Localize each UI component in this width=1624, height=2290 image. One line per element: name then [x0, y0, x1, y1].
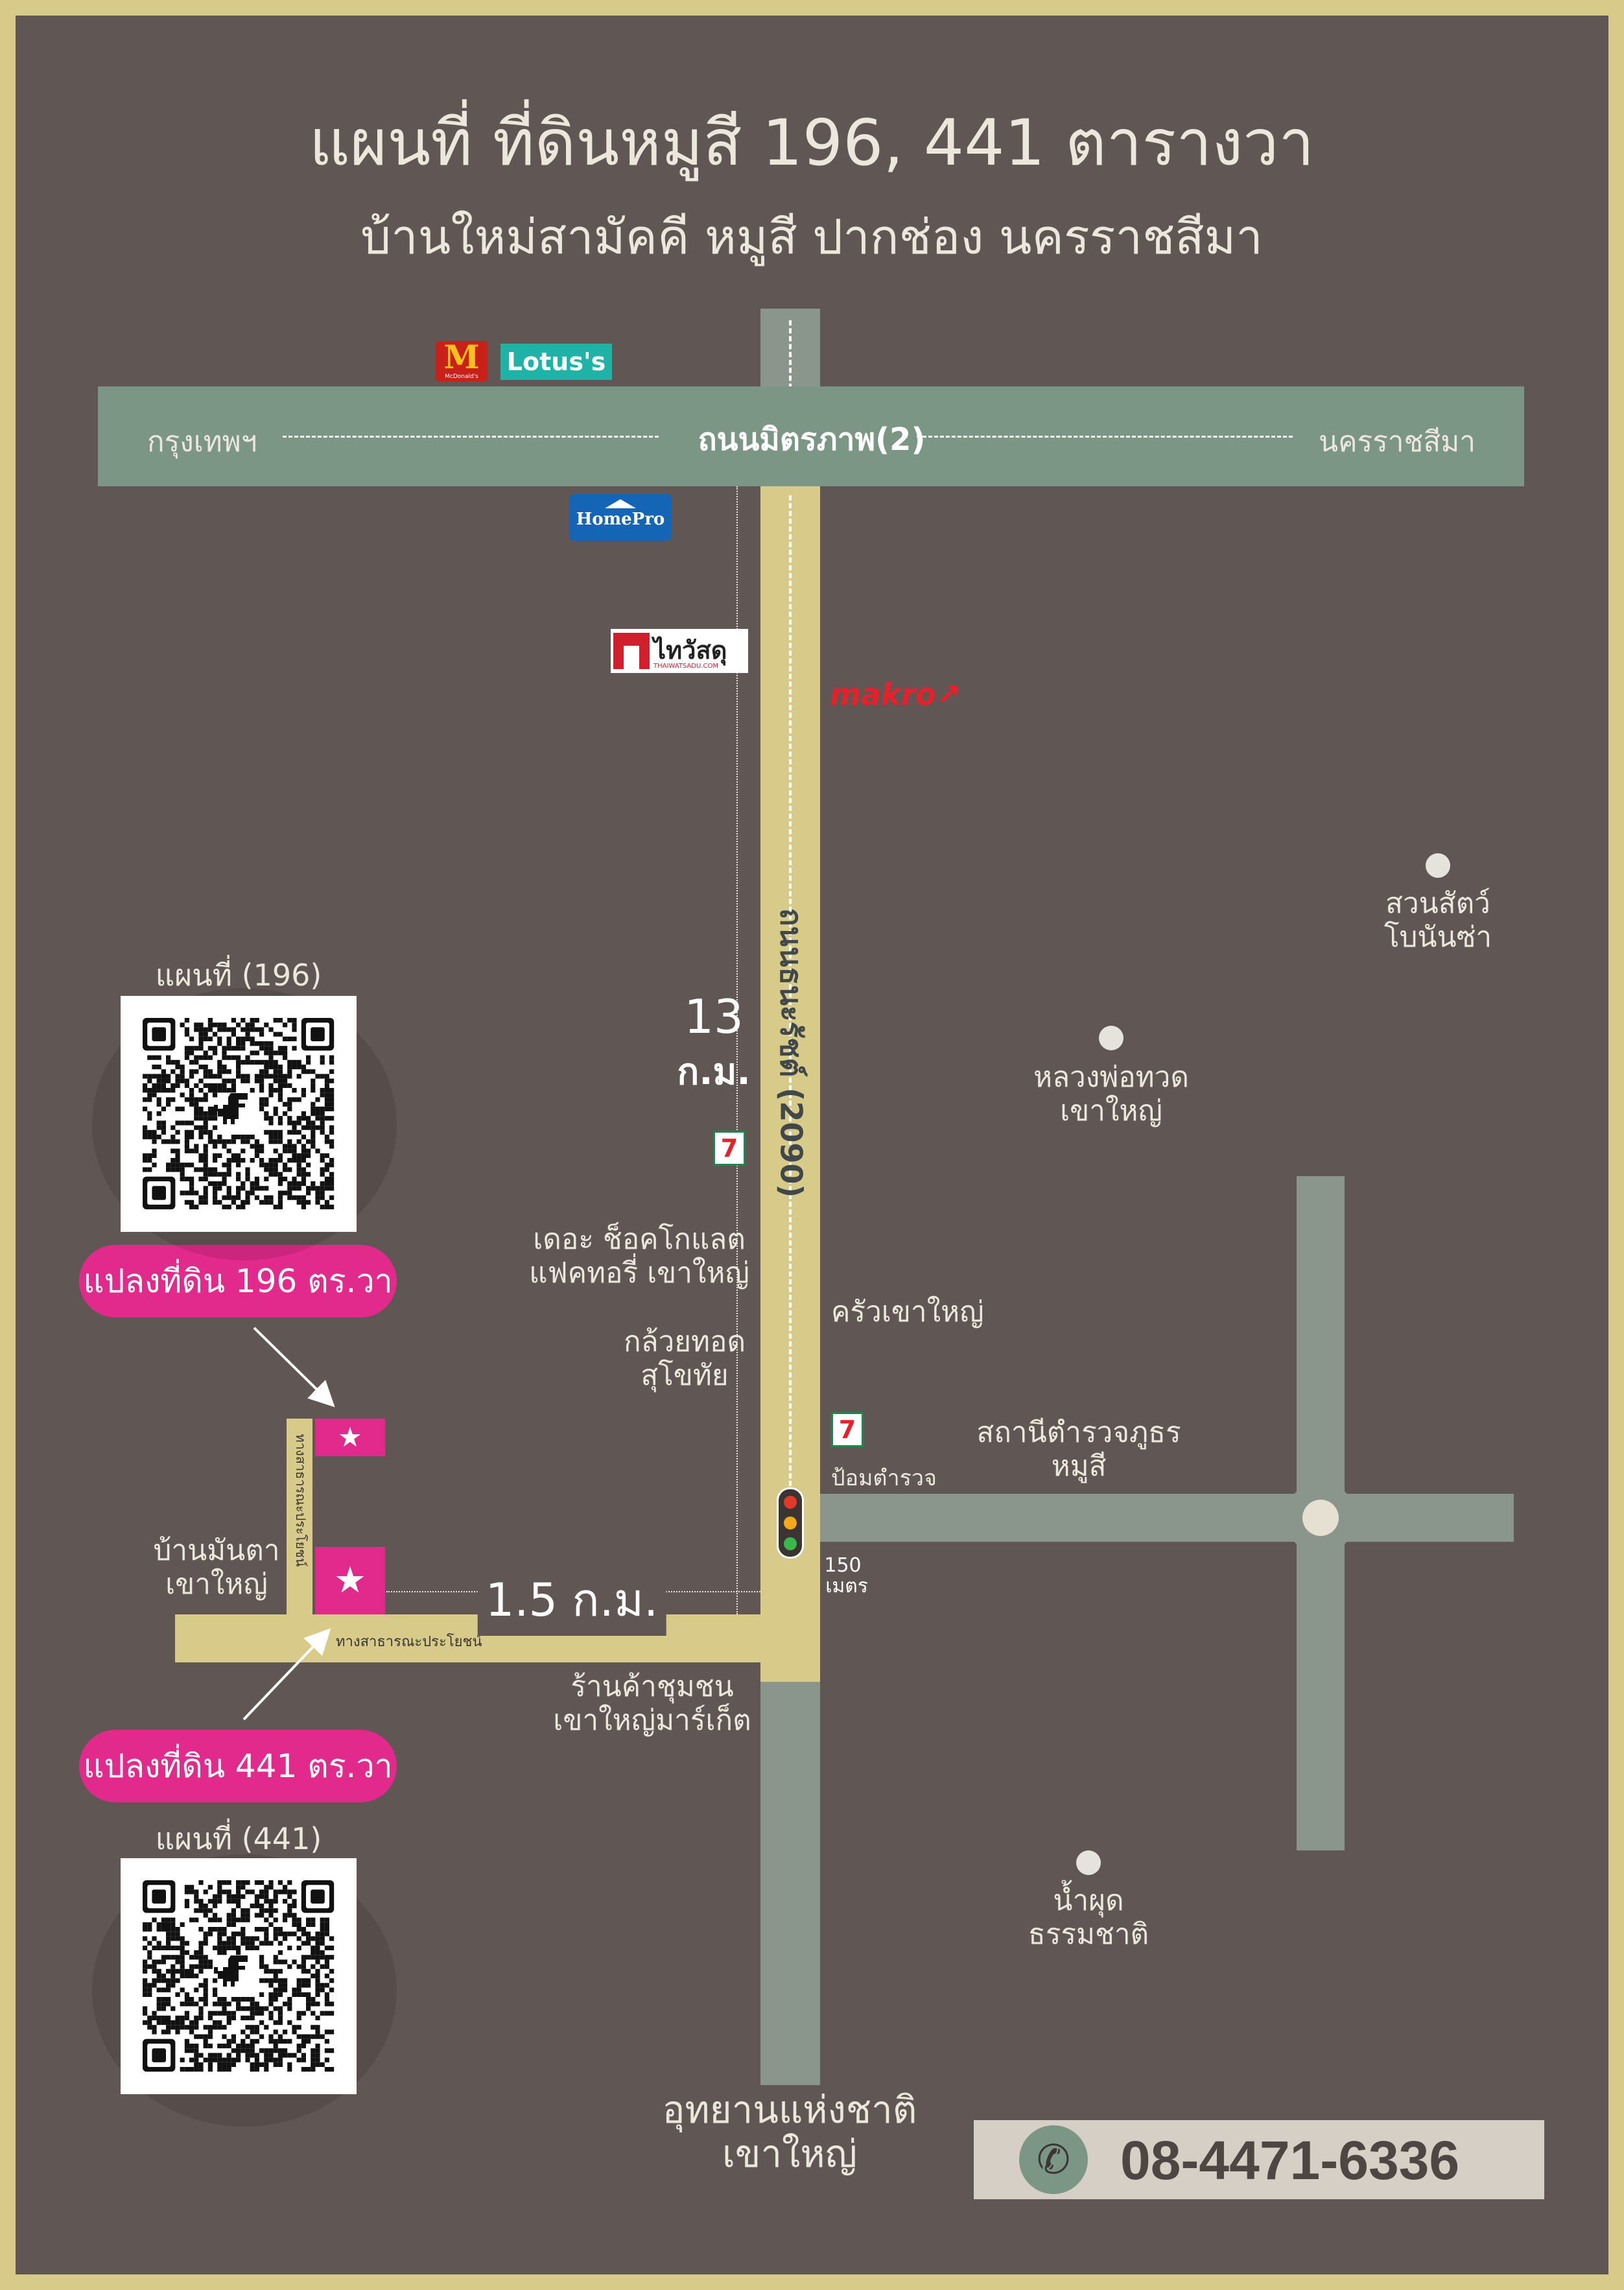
phone-box[interactable]: ✆ 08-4471-6336 [974, 2120, 1544, 2199]
qr-441-icon [143, 1880, 335, 2072]
police-road [820, 1494, 1514, 1542]
place-police-booth: ป้อมตำรวจ [831, 1465, 937, 1491]
pin-waterfall [1076, 1850, 1101, 1875]
plot-arrows [242, 1327, 335, 1721]
main-road-right-direction: นครราชสีมา [1319, 425, 1476, 458]
mcdonalds-text: McDonald's [445, 373, 478, 380]
distance-guide-vertical [736, 486, 738, 1614]
arrow-to-plot-196 [253, 1327, 335, 1408]
side-road-label: ทางสาธารณะประโยชน์ [336, 1634, 482, 1650]
thaiwatsadu-house-icon [613, 633, 650, 669]
place-kluay-thod: กล้วยทอด สุโขทัย [623, 1325, 746, 1392]
plot-196-label: แปลงที่ดิน 196 ตร.วา [79, 1245, 397, 1317]
phone-number: 08-4471-6336 [1120, 2130, 1460, 2191]
pin-zoo [1426, 853, 1450, 878]
distance-13-value: 13 [684, 989, 744, 1044]
arrow-to-plot-441 [242, 1628, 331, 1721]
mcdonalds-m-icon: M [443, 338, 480, 376]
place-zoo-bonanza: สวนสัตว์ โบนันซ่า [1383, 887, 1492, 954]
main-road-left-direction: กรุงเทพฯ [147, 425, 257, 458]
qr-code-196[interactable] [121, 996, 357, 1232]
plot-441-label: แปลงที่ดิน 441 ตร.วา [79, 1730, 397, 1802]
map-subtitle: บ้านใหม่สามัคคี หมูสี ปากช่อง นครราชสีมา [360, 209, 1263, 265]
phone-icon: ✆ [1019, 2125, 1088, 2194]
mcdonalds-logo: M McDonald's [436, 341, 488, 381]
seven-eleven-icon-north: 7 [713, 1131, 746, 1166]
makro-arrow-icon: ↗ [936, 677, 961, 712]
seven-eleven-text: 7 [838, 1415, 856, 1444]
place-national-park: อุทยานแห่งชาติ เขาใหญ่ [662, 2088, 917, 2177]
qr-441-label: แผนที่ (441) [155, 1821, 322, 1856]
vertical-road-top-dashes [789, 320, 792, 405]
traffic-light-icon [777, 1487, 804, 1559]
homepro-roof-icon [605, 499, 636, 508]
distance-13-unit: ก.ม. [677, 1051, 751, 1093]
makro-text: makro [830, 677, 936, 712]
place-luangpor-thuat: หลวงพ่อทวด เขาใหญ่ [1033, 1061, 1189, 1127]
homepro-text: HomePro [576, 510, 665, 529]
seven-eleven-icon-south: 7 [831, 1412, 864, 1447]
main-road-name: ถนนมิตรภาพ(2) [698, 421, 926, 458]
roundabout-center [1302, 1500, 1339, 1536]
place-chocolate-factory: เดอะ ช็อคโกแลต แฟคทอรี่ เขาใหญ่ [529, 1223, 749, 1290]
place-police-station: สถานีตำรวจภูธร หมูสี [976, 1416, 1181, 1483]
pin-luangpor [1099, 1026, 1124, 1050]
place-community-market: ร้านค้าชุมชน เขาใหญ่มาร์เก็ต [553, 1670, 751, 1737]
map-canvas: แผนที่ ที่ดินหมูสี 196, 441 ตารางวา บ้าน… [16, 16, 1608, 2274]
distance-side: 1.5 ก.ม. [477, 1564, 666, 1636]
main-road-dash-left [283, 436, 659, 438]
place-banmanta: บ้านมันตา เขาใหญ่ [153, 1534, 280, 1601]
qr-196-icon [143, 1018, 335, 1210]
qr-196-label: แผนที่ (196) [155, 958, 322, 993]
thanarat-road-dashes [789, 495, 792, 1533]
thaiwatsadu-logo: ไทวัสดุ THAIWATSADU.COM [611, 629, 748, 673]
distance-150-value: 150 [824, 1554, 862, 1577]
thaiwatsadu-text: ไทวัสดุ [653, 636, 727, 665]
main-road-dash-right [917, 436, 1293, 438]
lotus-logo: Lotus's [500, 344, 612, 380]
place-nam-phut: น้ำผุด ธรรมชาติ [1028, 1884, 1149, 1951]
makro-logo: makro↗ [830, 677, 961, 716]
distance-150-unit: เมตร [825, 1575, 868, 1598]
star-icon: ★ [338, 1421, 362, 1453]
map-title: แผนที่ ที่ดินหมูสี 196, 441 ตารางวา [309, 106, 1315, 180]
side-road-vertical [287, 1419, 312, 1626]
plot-441-marker[interactable]: ★ [315, 1547, 385, 1614]
qr-code-441[interactable] [121, 1858, 357, 2094]
star-icon: ★ [333, 1559, 367, 1601]
thaiwatsadu-subtext: THAIWATSADU.COM [653, 663, 718, 670]
seven-eleven-text: 7 [720, 1134, 738, 1163]
vertical-road-bottom [760, 1662, 820, 2085]
plot-196-marker[interactable]: ★ [315, 1419, 385, 1456]
place-krua-khaoyai: ครัวเขาใหญ่ [831, 1295, 984, 1328]
homepro-logo: HomePro [569, 494, 672, 541]
